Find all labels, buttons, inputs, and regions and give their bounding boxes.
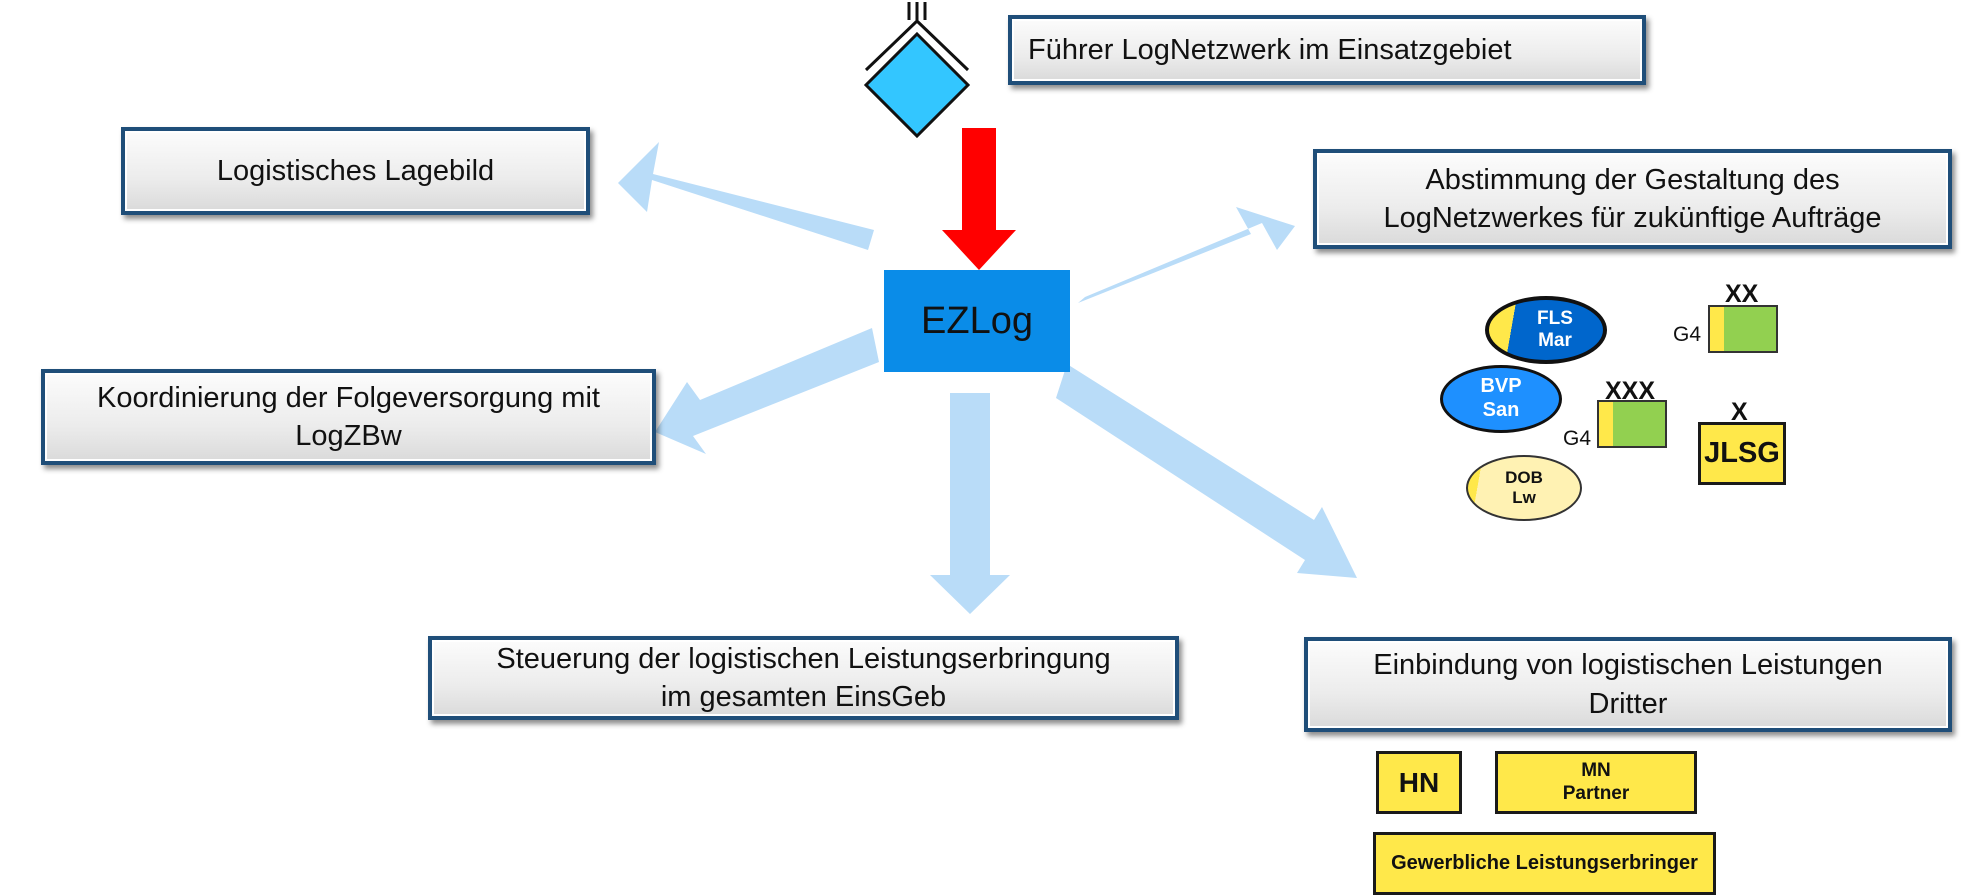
- bvp-san-symbol: BVP San: [1440, 365, 1562, 433]
- arrow-to-lagebild: [618, 142, 874, 250]
- arrow-to-einbindung: [1056, 364, 1357, 578]
- koordinierung-box: Koordinierung der Folgeversorgung mit Lo…: [41, 369, 656, 465]
- leader-symbol: [863, 2, 971, 139]
- lagebild-box: Logistisches Lagebild: [121, 127, 590, 215]
- hn-box: HN: [1376, 751, 1462, 814]
- dob-lw-symbol: DOB Lw: [1466, 455, 1582, 521]
- unit-symbol-xx: [1708, 305, 1778, 353]
- abstimmung-box: Abstimmung der Gestaltung des LogNetzwer…: [1313, 149, 1952, 249]
- arrow-to-abstimmung: [1078, 207, 1295, 303]
- fls-mar-symbol: FLS Mar: [1485, 296, 1607, 364]
- diamond-icon: [863, 31, 971, 139]
- g4-label-bottom: G4: [1563, 427, 1592, 450]
- x-echelon: X: [1731, 398, 1748, 426]
- leader-box: Führer LogNetzwerk im Einsatzgebiet: [1008, 15, 1646, 85]
- steuerung-box: Steuerung der logistischen Leistungserbr…: [428, 636, 1179, 720]
- jlsg-symbol: JLSG: [1698, 422, 1786, 485]
- arrow-to-steuerung: [930, 393, 1010, 614]
- ezlog-node: EZLog: [884, 270, 1070, 372]
- unit-symbol-xxx: [1597, 400, 1667, 448]
- arrow-to-koordinierung: [655, 328, 879, 454]
- mn-partner-box: MN Partner: [1495, 751, 1697, 814]
- gewerbliche-leistungserbringer-box: Gewerbliche Leistungserbringer: [1373, 832, 1716, 895]
- g4-label-top: G4: [1673, 323, 1702, 346]
- xx-echelon: XX: [1725, 280, 1759, 308]
- arrow-leader-to-center: [942, 128, 1016, 270]
- einbindung-box: Einbindung von logistischen Leistungen D…: [1304, 637, 1952, 732]
